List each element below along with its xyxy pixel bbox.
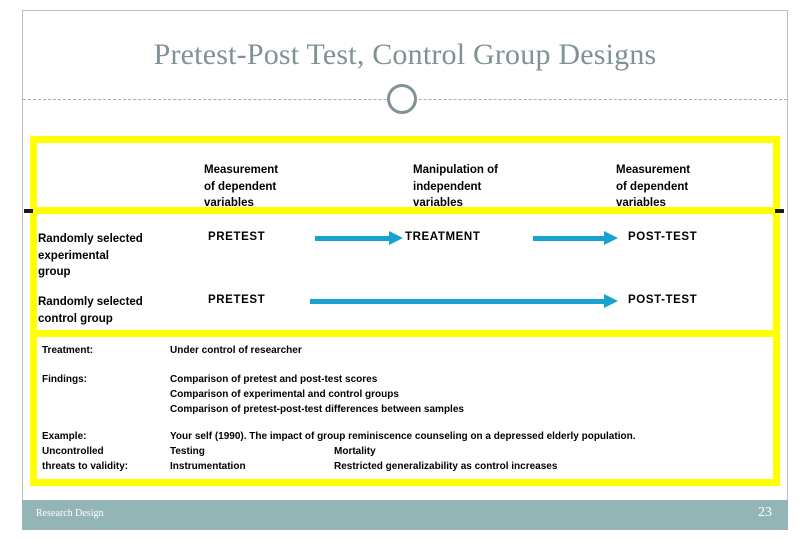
- design-diagram: Measurement of dependent variables Manip…: [38, 144, 772, 478]
- stage-posttest-control: POST-TEST: [628, 294, 698, 306]
- column-header-measurement-pre: Measurement of dependent variables: [204, 164, 279, 209]
- column-header-manipulation: Manipulation of independent variables: [413, 164, 498, 209]
- column-header-measurement-post: Measurement of dependent variables: [616, 164, 691, 209]
- slide-footer: Research Design 23: [22, 500, 788, 530]
- stage-pretest-experimental: PRETEST: [208, 231, 266, 243]
- diagram-separator-bottom: [30, 330, 780, 337]
- tick-mark-right-icon: [775, 209, 784, 213]
- diagram-header-row: Measurement of dependent variables Manip…: [38, 162, 772, 220]
- detail-body-findings: Comparison of pretest and post-test scor…: [170, 374, 464, 415]
- group-label-experimental: Randomly selected experimental group: [38, 233, 143, 278]
- arrow-pretest-to-treatment-icon: [315, 231, 403, 245]
- table-row-experimental-group: Randomly selected experimental group PRE…: [38, 231, 772, 293]
- detail-body-treatment: Under control of researcher: [170, 345, 302, 356]
- detail-label-treatment: Treatment:: [42, 345, 94, 356]
- footer-page-number: 23: [758, 505, 772, 520]
- footer-label: Research Design: [36, 508, 104, 519]
- detail-body-example: Your self (1990). The impact of group re…: [170, 431, 636, 472]
- arrow-pretest-to-posttest-icon: [310, 294, 618, 308]
- detail-label-findings: Findings:: [42, 374, 87, 385]
- detail-label-example: Example: Uncontrolled threats to validit…: [42, 431, 129, 472]
- arrow-treatment-to-posttest-icon: [533, 231, 618, 245]
- page-title: Pretest-Post Test, Control Group Designs: [153, 38, 657, 71]
- circle-ornament-icon: [387, 84, 417, 114]
- stage-treatment-experimental: TREATMENT: [405, 231, 481, 243]
- stage-posttest-experimental: POST-TEST: [628, 231, 698, 243]
- diagram-frame: [30, 136, 780, 486]
- detail-body-example-secondary: Mortality Restricted generalizability as…: [334, 446, 558, 472]
- stage-pretest-control: PRETEST: [208, 294, 266, 306]
- group-label-control: Randomly selected control group: [38, 296, 143, 325]
- tick-mark-left-icon: [24, 209, 33, 213]
- diagram-separator-top: [30, 207, 780, 214]
- table-row-control-group: Randomly selected control group PRETEST …: [38, 294, 772, 339]
